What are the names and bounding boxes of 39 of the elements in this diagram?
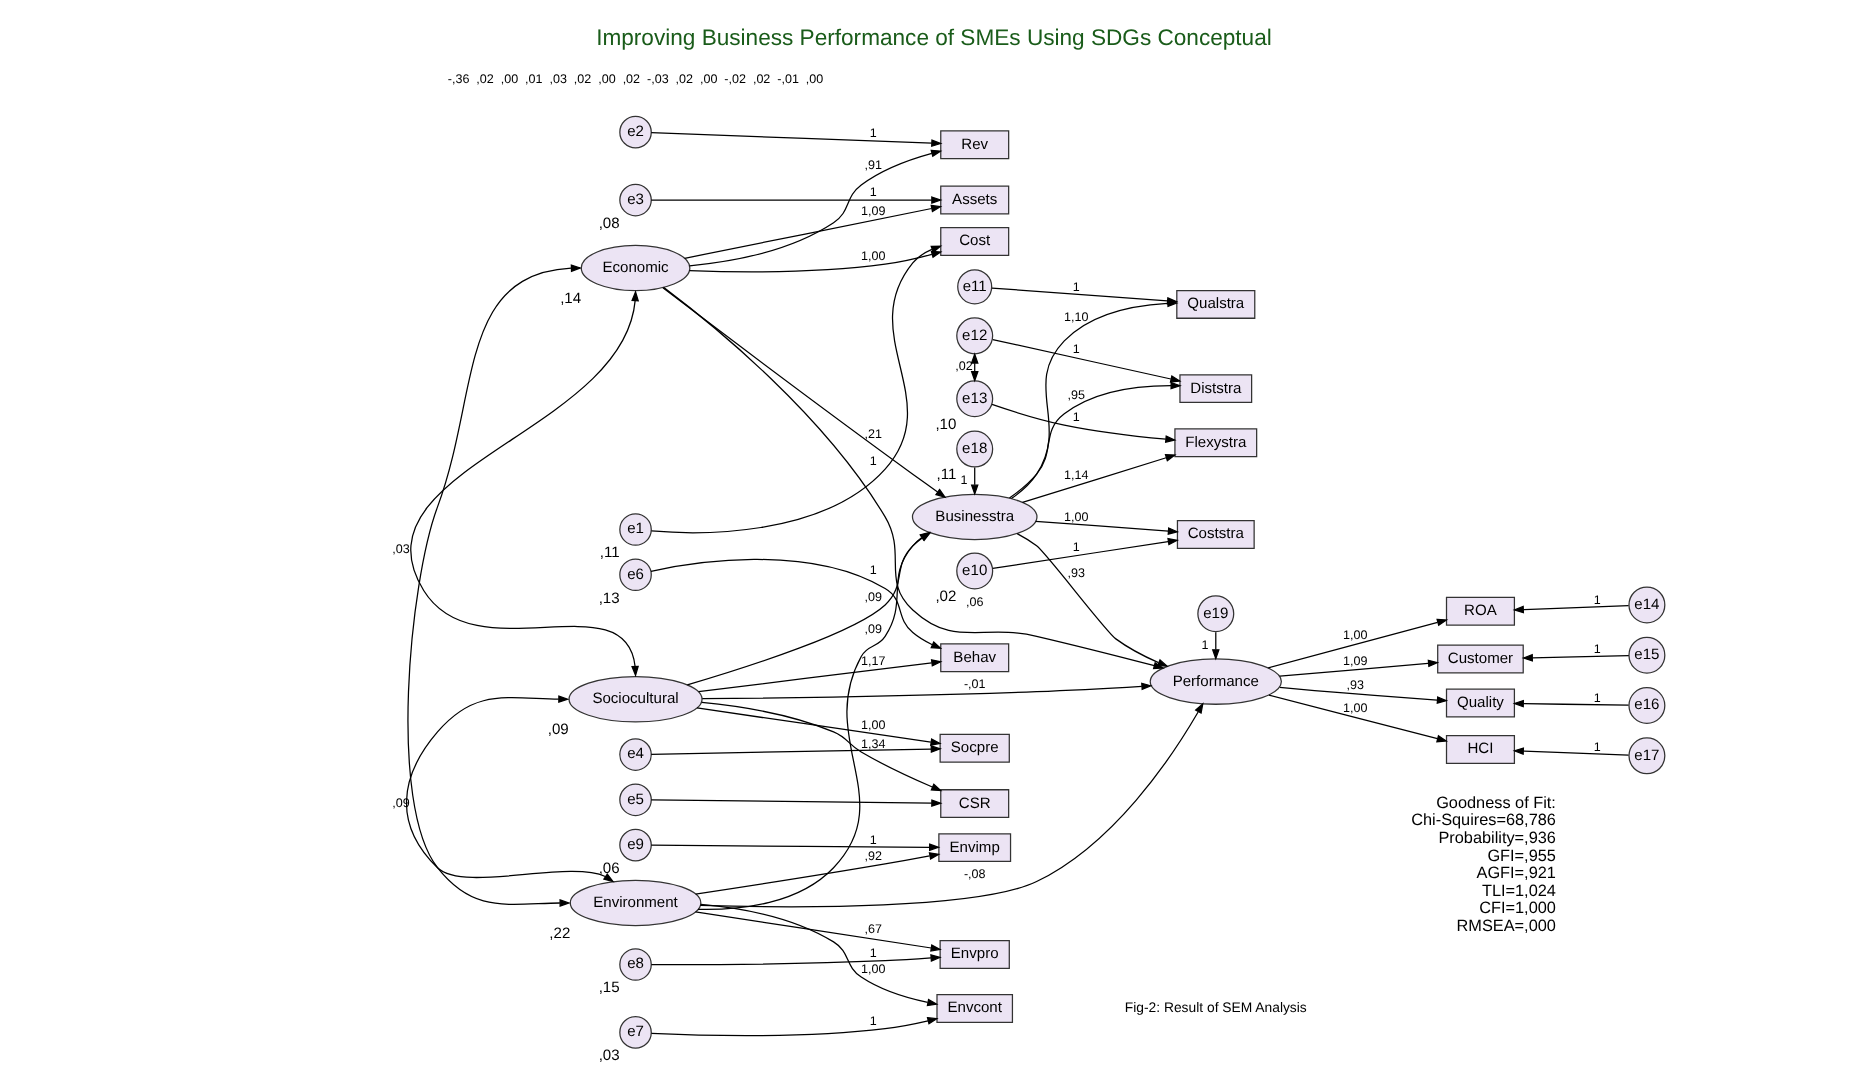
- arrow: [699, 903, 938, 1007]
- arrow: [991, 338, 1181, 383]
- arrow: [1520, 653, 1629, 662]
- arrow: [695, 707, 941, 746]
- arrow: [1278, 686, 1448, 704]
- arrow: [404, 695, 614, 883]
- arrow: [649, 745, 941, 755]
- arrow: [649, 1017, 938, 1037]
- arrow: [649, 843, 940, 852]
- arrow: [649, 558, 942, 650]
- arrow: [990, 403, 1176, 444]
- arrow: [661, 286, 1164, 670]
- arrow: [700, 682, 1152, 700]
- arrow: [693, 852, 940, 895]
- arrow: [1009, 299, 1178, 500]
- arrow: [1267, 694, 1448, 743]
- arrow: [1266, 618, 1448, 669]
- arrow: [693, 911, 941, 952]
- arrow: [649, 196, 942, 205]
- arrow: [698, 702, 1203, 908]
- arrow: [1007, 381, 1181, 499]
- arrow: [649, 132, 942, 148]
- arrow: [649, 799, 942, 808]
- arrow: [1033, 520, 1179, 536]
- arrow: [991, 537, 1179, 570]
- arrow: [649, 954, 941, 966]
- arrow: [696, 659, 942, 693]
- arrow: [410, 289, 639, 678]
- arrow: [1511, 747, 1629, 756]
- arrow: [1015, 533, 1168, 667]
- arrow: [406, 264, 582, 907]
- diagram-title: Improving Business Performance of SMEs Using SDGs Conceptual: [595, 26, 1271, 51]
- arrow: [1511, 604, 1629, 614]
- arrow: [687, 250, 942, 273]
- arrow: [1278, 659, 1439, 677]
- arrow: [1511, 699, 1629, 708]
- arrow: [700, 701, 942, 792]
- arrow: [1020, 454, 1176, 504]
- arrow: [661, 287, 946, 499]
